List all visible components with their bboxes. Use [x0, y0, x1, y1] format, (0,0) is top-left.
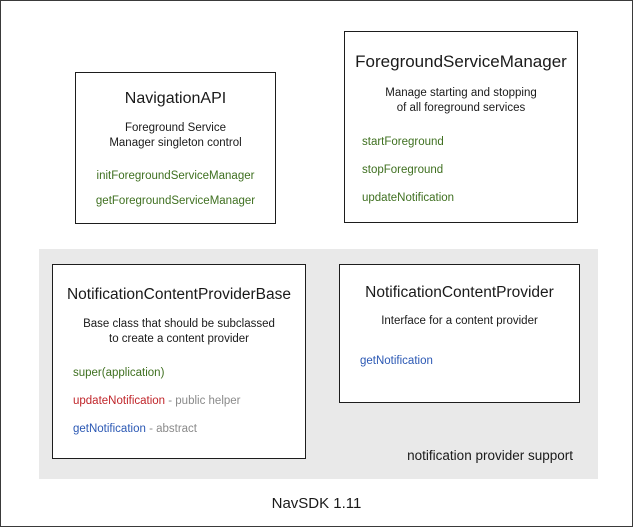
class-title-foregroundservicemanager: ForegroundServiceManager	[355, 52, 567, 71]
class-title-navigationapi: NavigationAPI	[124, 90, 227, 107]
member-name: getNotification	[73, 422, 146, 435]
member-name: updateNotification	[73, 395, 166, 408]
class-box-navigationapi[interactable]: NavigationAPI Foreground Service Manager…	[75, 72, 276, 224]
member-note: - abstract	[145, 422, 198, 435]
member-list-notificationcontentproviderbase: super(application) updateNotification - …	[53, 367, 305, 436]
member-name: getNotification	[360, 355, 433, 368]
member-note: - public helper	[165, 395, 241, 408]
member-row[interactable]: updateNotification - public helper	[73, 395, 305, 409]
member-row[interactable]: super(application)	[73, 367, 305, 381]
member-row[interactable]: updateNotification	[362, 192, 577, 206]
member-list-navigationapi: initForegroundServiceManager getForegrou…	[76, 170, 275, 209]
class-description-notificationcontentprovider: Interface for a content provider	[381, 315, 538, 328]
class-title-notificationcontentproviderbase: NotificationContentProviderBase	[66, 286, 291, 303]
member-name: stopForeground	[362, 163, 444, 176]
footer-caption: NavSDK 1.11	[271, 495, 362, 512]
member-name: super(application)	[73, 367, 165, 380]
member-name: startForeground	[362, 136, 444, 149]
member-row[interactable]: getNotification - abstract	[73, 423, 305, 437]
class-box-foregroundservicemanager[interactable]: ForegroundServiceManager Manage starting…	[344, 31, 578, 223]
class-description-navigationapi: Foreground Service Manager singleton con…	[109, 121, 242, 149]
member-row[interactable]: initForegroundServiceManager	[76, 170, 275, 184]
member-list-notificationcontentprovider: getNotification	[340, 355, 579, 369]
member-name: updateNotification	[362, 191, 455, 204]
member-row[interactable]: stopForeground	[362, 164, 577, 178]
member-list-foregroundservicemanager: startForeground stopForeground updateNot…	[345, 136, 577, 205]
group-region-label: notification provider support	[407, 448, 573, 463]
class-description-foregroundservicemanager: Manage starting and stopping of all fore…	[385, 86, 537, 114]
member-row[interactable]: getForegroundServiceManager	[76, 195, 275, 209]
member-name: initForegroundServiceManager	[96, 169, 255, 182]
member-row[interactable]: startForeground	[362, 136, 577, 150]
class-description-notificationcontentproviderbase: Base class that should be subclassed to …	[83, 318, 275, 346]
class-title-notificationcontentprovider: NotificationContentProvider	[365, 284, 554, 301]
class-box-notificationcontentprovider[interactable]: NotificationContentProvider Interface fo…	[339, 264, 580, 403]
class-box-notificationcontentproviderbase[interactable]: NotificationContentProviderBase Base cla…	[52, 264, 306, 459]
member-name: getForegroundServiceManager	[95, 194, 256, 207]
member-row[interactable]: getNotification	[360, 355, 579, 369]
